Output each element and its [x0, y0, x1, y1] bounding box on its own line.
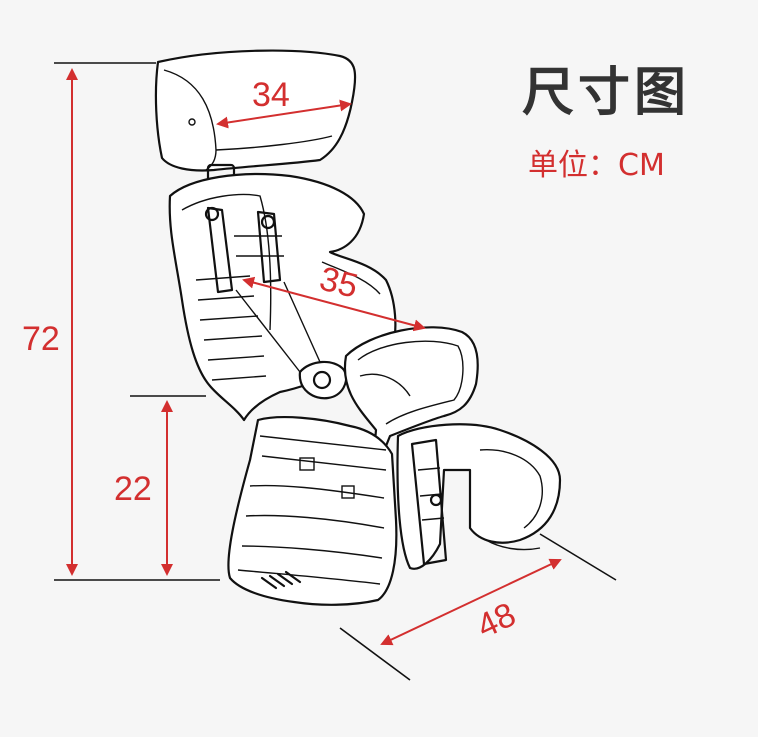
- dim-headrest-width-line: [216, 99, 352, 129]
- dim-depth-line: [380, 558, 562, 646]
- dimension-lines: [66, 68, 562, 646]
- label-seat-width: 35: [316, 260, 362, 306]
- seat-base: [227, 416, 398, 606]
- harness-buckle: [235, 281, 348, 400]
- label-seat-height: 22: [114, 470, 152, 508]
- label-headrest-width: 34: [252, 76, 290, 114]
- page-title: 尺寸图: [522, 63, 691, 123]
- foot-rest: [396, 423, 562, 570]
- dim-seat-width-line: [242, 276, 426, 332]
- label-total-height: 72: [22, 320, 60, 358]
- bike-seat-illustration: [154, 49, 562, 606]
- unit-label: 单位：CM: [528, 148, 665, 183]
- front-bumper-bar: [343, 326, 479, 458]
- extension-lines: [54, 62, 617, 681]
- label-depth: 48: [471, 595, 521, 645]
